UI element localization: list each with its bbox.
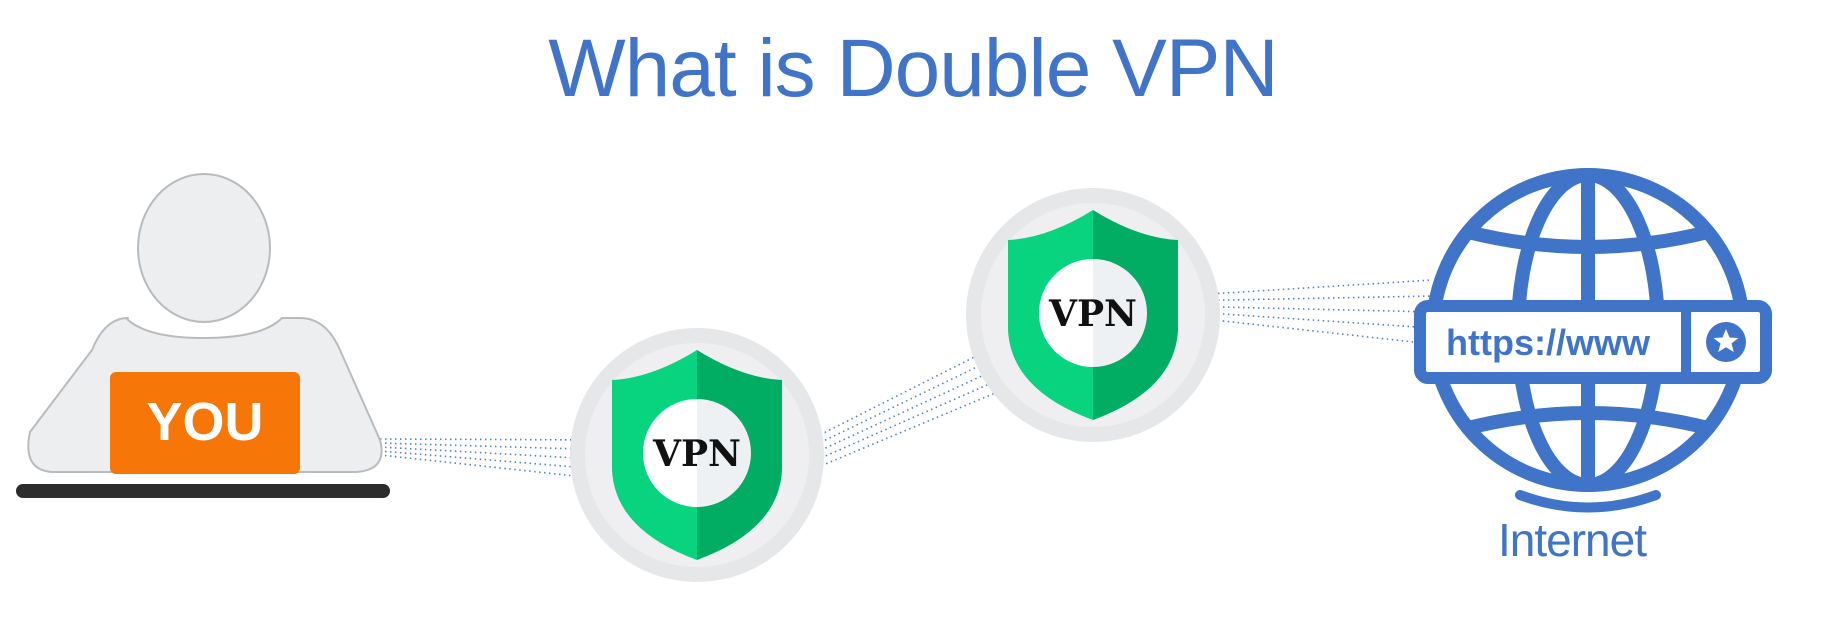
url-text: https://www bbox=[1446, 322, 1651, 363]
connection-user-to-server-1 bbox=[379, 438, 613, 481]
you-badge bbox=[110, 372, 300, 474]
url-bar bbox=[1414, 300, 1772, 384]
vpn-label-2: VPN bbox=[1048, 293, 1137, 335]
vpn-label-1: VPN bbox=[652, 433, 741, 475]
desk-bar bbox=[16, 484, 390, 498]
star-icon bbox=[1706, 322, 1746, 362]
connection-server-1-to-server-2 bbox=[779, 337, 1013, 484]
internet-node: https://www Internet bbox=[1414, 168, 1772, 566]
you-label: YOU bbox=[146, 392, 263, 452]
vpn-server-2: VPN bbox=[966, 188, 1220, 442]
vpn-server-1: VPN bbox=[570, 328, 824, 582]
vpn-shield-icon bbox=[1008, 210, 1178, 420]
page-title: What is Double VPN bbox=[548, 23, 1278, 114]
internet-caption: Internet bbox=[1498, 514, 1647, 566]
vpn-shield-icon bbox=[612, 350, 782, 560]
user-node: YOU bbox=[16, 173, 390, 498]
